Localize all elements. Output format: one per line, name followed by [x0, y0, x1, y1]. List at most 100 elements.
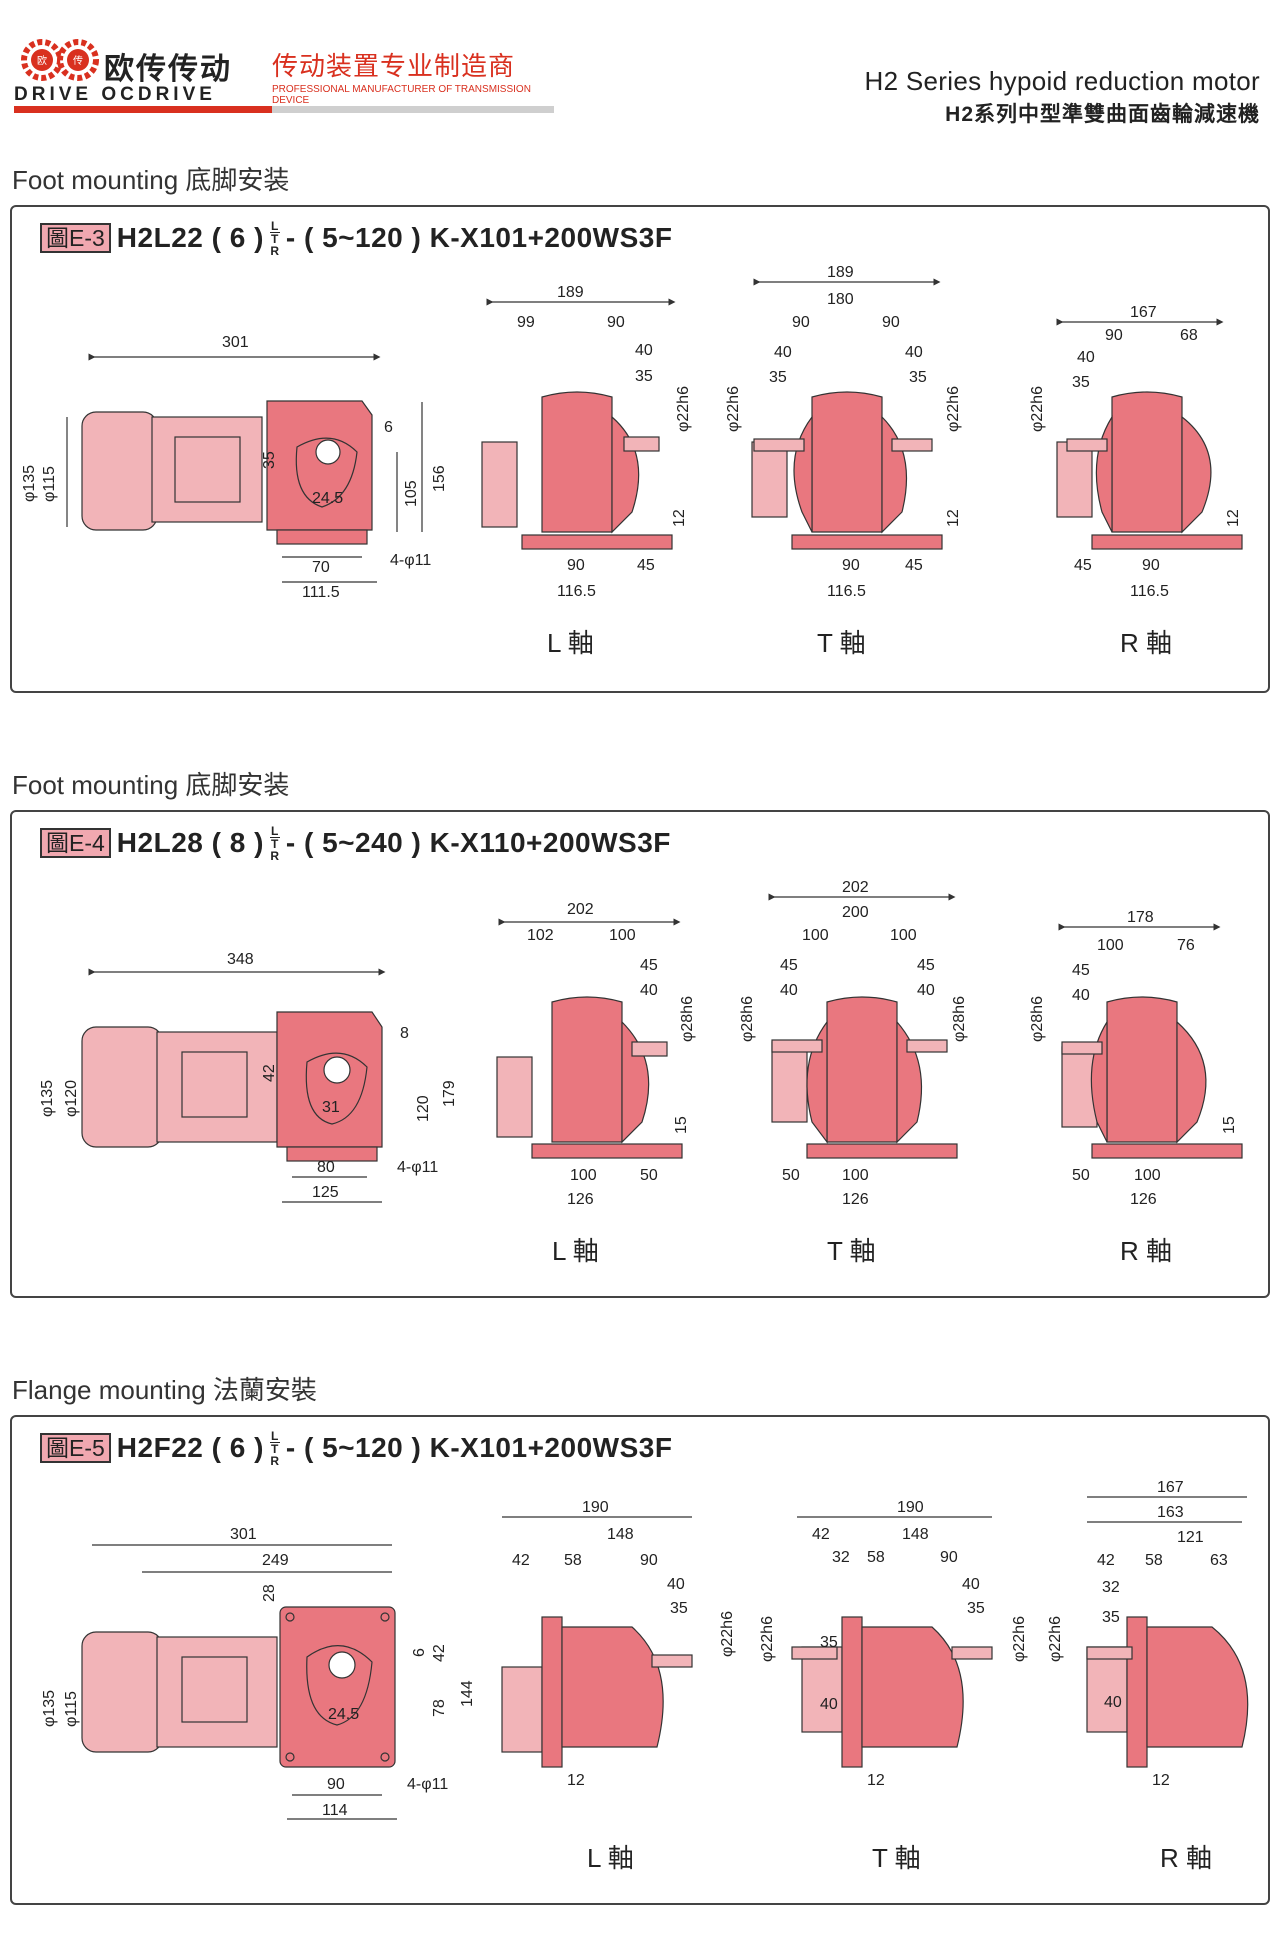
series-title-cn: H2系列中型準雙曲面齒輪減速機 [945, 103, 1260, 126]
dim-label: 35 [1102, 1609, 1120, 1626]
dim-label: 148 [902, 1526, 929, 1543]
dim-label: 116.5 [827, 583, 866, 600]
dim-label: 40 [780, 982, 798, 999]
dim-label: 100 [1134, 1167, 1161, 1184]
dim-label: 167 [1157, 1479, 1184, 1496]
dim-label: 35 [909, 369, 927, 386]
dim-label: 348 [227, 951, 254, 968]
dim-label: 6 [384, 419, 393, 436]
r-shaft-view [1056, 318, 1243, 550]
dimension-drawing: 301 φ135 φ115 6 35 24.5 105 156 70 111.5… [21, 264, 1243, 658]
dim-label: 90 [940, 1549, 958, 1566]
dim-label: φ28h6 [951, 996, 968, 1042]
t-view-dims: 190 148 42 32 58 90 40 35 35 40 φ22h6 φ2… [759, 1499, 1028, 1789]
dim-label: 8 [400, 1025, 409, 1042]
dim-label: 35 [261, 451, 278, 469]
dim-label: 58 [1145, 1552, 1163, 1569]
dim-label: 42 [261, 1064, 278, 1082]
dim-label: φ28h6 [739, 996, 756, 1042]
dim-label: 35 [820, 1634, 838, 1651]
dim-label: 100 [609, 927, 636, 944]
model-prefix: H2L22 ( 6 ) [116, 222, 264, 253]
dim-label: 24.5 [312, 490, 343, 507]
dimension-drawing: 301 249 φ135 φ115 28 6 42 24.5 78 144 90… [41, 1479, 1249, 1873]
dim-label: 15 [1221, 1116, 1238, 1134]
dim-label: 4-φ11 [407, 1776, 448, 1793]
dim-label: 12 [1225, 509, 1242, 527]
dim-label: 68 [1180, 327, 1198, 344]
dim-label: φ28h6 [1029, 996, 1046, 1042]
dim-label: 35 [1072, 374, 1090, 391]
svg-text:传: 传 [73, 55, 83, 67]
dim-label: 42 [431, 1644, 448, 1662]
dim-label: 35 [635, 368, 653, 385]
dim-label: 12 [1152, 1772, 1170, 1789]
dim-label: 90 [1105, 327, 1123, 344]
dim-label: 15 [673, 1116, 690, 1134]
dim-label: φ115 [63, 1691, 80, 1727]
dim-label: 189 [827, 264, 854, 281]
figure-label: 圖E-5 [40, 1433, 111, 1463]
dim-label: 70 [312, 559, 330, 576]
dim-label: 100 [842, 1167, 869, 1184]
model-prefix: H2F22 ( 6 ) [116, 1432, 264, 1463]
dim-label: φ135 [21, 465, 38, 502]
dim-label: φ135 [41, 1690, 58, 1727]
dim-label: 12 [671, 509, 688, 527]
dim-label: 45 [640, 957, 658, 974]
r-view-dims: 167 90 68 40 35 φ22h6 12 45 90 116.5 [1029, 304, 1242, 600]
dim-label: φ22h6 [675, 386, 692, 432]
dim-label: 125 [312, 1184, 339, 1201]
figure-label: 圖E-4 [40, 828, 111, 858]
dim-label: 100 [570, 1167, 597, 1184]
dim-label: 6 [411, 1648, 428, 1657]
dim-label: 100 [890, 927, 917, 944]
dim-label: 40 [640, 982, 658, 999]
dim-label: 40 [905, 344, 923, 361]
dim-label: 179 [441, 1080, 458, 1107]
dim-label: 90 [327, 1776, 345, 1793]
dim-label: 40 [820, 1696, 838, 1713]
dim-label: φ22h6 [1029, 386, 1046, 432]
dim-label: 35 [769, 369, 787, 386]
shaft-label: R 軸 [1120, 1236, 1172, 1266]
dim-label: 78 [431, 1699, 448, 1717]
dim-label: 90 [842, 557, 860, 574]
l-view-dims: 189 99 90 40 35 φ22h6 12 90 45 116.5 [517, 284, 692, 600]
dim-label: 90 [882, 314, 900, 331]
dim-label: 90 [607, 314, 625, 331]
dim-label: φ22h6 [1047, 1616, 1064, 1662]
svg-text:欧: 欧 [37, 55, 47, 67]
dim-label: 40 [1104, 1694, 1122, 1711]
dim-label: 121 [1177, 1529, 1204, 1546]
dim-label: 12 [567, 1772, 585, 1789]
dim-label: φ120 [63, 1080, 80, 1117]
gear-logo-icon: 欧 传 [21, 39, 99, 81]
dim-label: 40 [635, 342, 653, 359]
dim-label: 32 [832, 1549, 850, 1566]
dim-label: 42 [812, 1526, 830, 1543]
dim-label: 200 [842, 904, 869, 921]
dim-label: 102 [527, 927, 554, 944]
model-suffix: - ( 5~120 ) K-X101+200WS3F [285, 222, 673, 253]
dim-label: φ22h6 [719, 1611, 736, 1657]
section-title: Flange mounting 法蘭安裝 [12, 1375, 317, 1405]
series-title: H2 Series hypoid reduction motor H2系列中型準… [865, 66, 1260, 128]
t-view-dims: 202 200 100 100 45 40 φ28h6 45 40 φ28h6 … [739, 879, 968, 1208]
side-dimensions: 301 φ135 φ115 6 35 24.5 105 156 70 111.5… [21, 334, 448, 601]
dim-label: 144 [459, 1680, 476, 1707]
dim-label: 4-φ11 [390, 552, 431, 569]
dim-label: φ115 [41, 466, 58, 502]
t-shaft-view [791, 1516, 993, 1768]
model-prefix: H2L28 ( 8 ) [116, 827, 264, 858]
section-title: Foot mounting 底脚安装 [12, 165, 290, 195]
dim-label: 126 [567, 1191, 594, 1208]
dim-label: 28 [261, 1584, 278, 1602]
side-view [66, 353, 423, 583]
